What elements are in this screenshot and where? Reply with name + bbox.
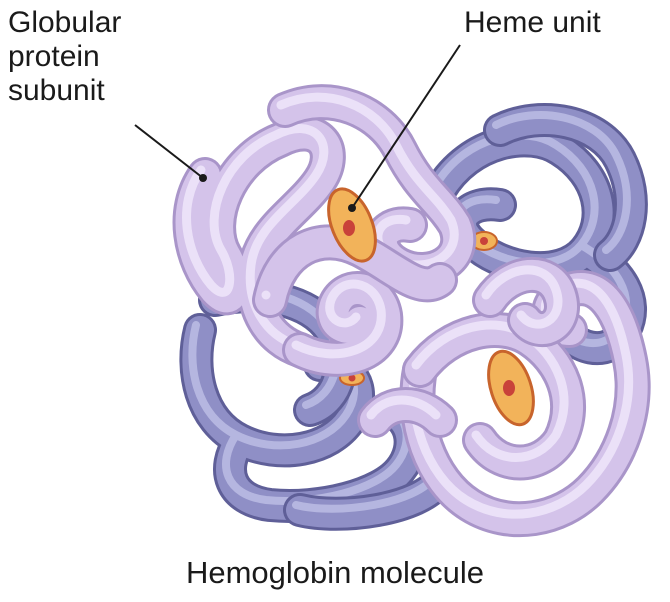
globular-label-line-1: Globular	[8, 6, 121, 40]
alpha-subunit-upper-left	[187, 97, 459, 359]
globular-subunit-leader-line	[135, 125, 203, 178]
heme-unit-label: Heme unit	[464, 6, 601, 40]
globular-label-line-3: subunit	[8, 74, 121, 108]
globular-subunit-leader-dot	[199, 174, 207, 182]
figure-caption: Hemoglobin molecule	[0, 556, 670, 590]
globular-protein-subunit-label: Globular protein subunit	[8, 6, 121, 108]
heme-unit-leader-dot	[348, 204, 356, 212]
globular-label-line-2: protein	[8, 40, 121, 74]
